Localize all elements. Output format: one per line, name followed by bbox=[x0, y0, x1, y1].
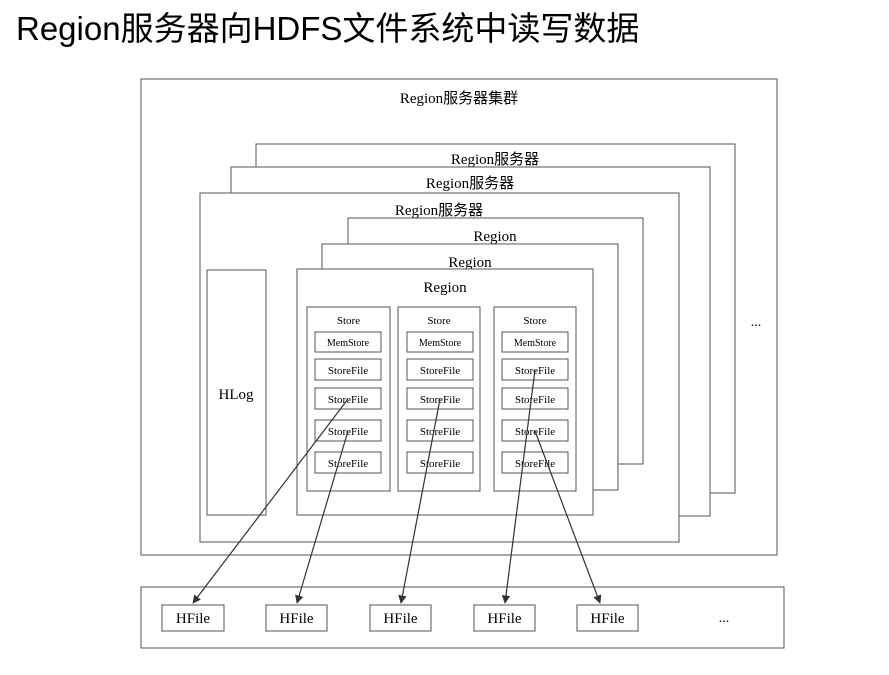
region-label-front: Region bbox=[423, 280, 467, 296]
storefile-label: StoreFile bbox=[328, 458, 368, 470]
storefile-label: StoreFile bbox=[420, 365, 460, 377]
storefile-label: StoreFile bbox=[515, 458, 555, 470]
hfile-box-4 bbox=[473, 604, 536, 632]
storefile-box bbox=[314, 387, 382, 410]
region-server-label-middle: Region服务器 bbox=[426, 175, 514, 192]
hdfs-ellipsis: ... bbox=[719, 611, 730, 626]
storefile-box bbox=[406, 358, 474, 381]
storefile-to-hfile-arrow-1 bbox=[192, 398, 349, 604]
memstore-box bbox=[406, 331, 474, 353]
store-label: Store bbox=[427, 315, 450, 327]
hfile-label-3: HFile bbox=[383, 611, 418, 627]
store-label: Store bbox=[337, 315, 360, 327]
hdfs-box bbox=[140, 586, 785, 649]
hlog-box bbox=[206, 269, 267, 516]
storefile-box bbox=[501, 387, 569, 410]
storefile-box bbox=[406, 451, 474, 474]
hfile-label-5: HFile bbox=[590, 611, 625, 627]
hfile-box-1 bbox=[161, 604, 225, 632]
store-label: Store bbox=[523, 315, 546, 327]
hfile-box-3 bbox=[369, 604, 432, 632]
storefile-box bbox=[406, 387, 474, 410]
hfile-label-4: HFile bbox=[487, 611, 522, 627]
hfile-label-1: HFile bbox=[176, 611, 211, 627]
storefile-box bbox=[314, 358, 382, 381]
region-server-label-front: Region服务器 bbox=[395, 202, 483, 219]
storefile-to-hfile-arrow-5 bbox=[534, 430, 602, 604]
page-title: Region服务器向HDFS文件系统中读写数据 bbox=[16, 10, 639, 47]
hfile-box-5 bbox=[576, 604, 639, 632]
storefile-box bbox=[314, 451, 382, 474]
storefile-label: StoreFile bbox=[515, 394, 555, 406]
region-label-back: Region bbox=[473, 229, 517, 245]
storefile-label: StoreFile bbox=[328, 365, 368, 377]
memstore-label: MemStore bbox=[419, 338, 462, 349]
memstore-label: MemStore bbox=[514, 338, 557, 349]
store-1: Store MemStore StoreFile StoreFile Store… bbox=[306, 306, 391, 492]
storefile-box bbox=[501, 451, 569, 474]
cluster-label: Region服务器集群 bbox=[400, 90, 518, 107]
hfile-label-2: HFile bbox=[279, 611, 314, 627]
memstore-box bbox=[501, 331, 569, 353]
memstore-box bbox=[314, 331, 382, 353]
storefile-label: StoreFile bbox=[420, 426, 460, 438]
region-server-label-back: Region服务器 bbox=[451, 151, 539, 168]
storefile-to-hfile-arrow-4 bbox=[501, 369, 536, 604]
storefile-box bbox=[501, 419, 569, 442]
storefile-label: StoreFile bbox=[328, 394, 368, 406]
region-label-middle: Region bbox=[448, 255, 492, 271]
storefile-box bbox=[501, 358, 569, 381]
store-2: Store MemStore StoreFile StoreFile Store… bbox=[397, 306, 481, 492]
storefile-label: StoreFile bbox=[420, 458, 460, 470]
memstore-label: MemStore bbox=[327, 338, 370, 349]
cluster-ellipsis: ... bbox=[751, 315, 762, 330]
storefile-box bbox=[406, 419, 474, 442]
store-3: Store MemStore StoreFile StoreFile Store… bbox=[493, 306, 577, 492]
storefile-box bbox=[314, 419, 382, 442]
hfile-box-2 bbox=[265, 604, 328, 632]
storefile-to-hfile-arrow-3 bbox=[398, 398, 441, 604]
hlog-label: HLog bbox=[219, 387, 254, 403]
storefile-to-hfile-arrow-2 bbox=[295, 430, 349, 604]
